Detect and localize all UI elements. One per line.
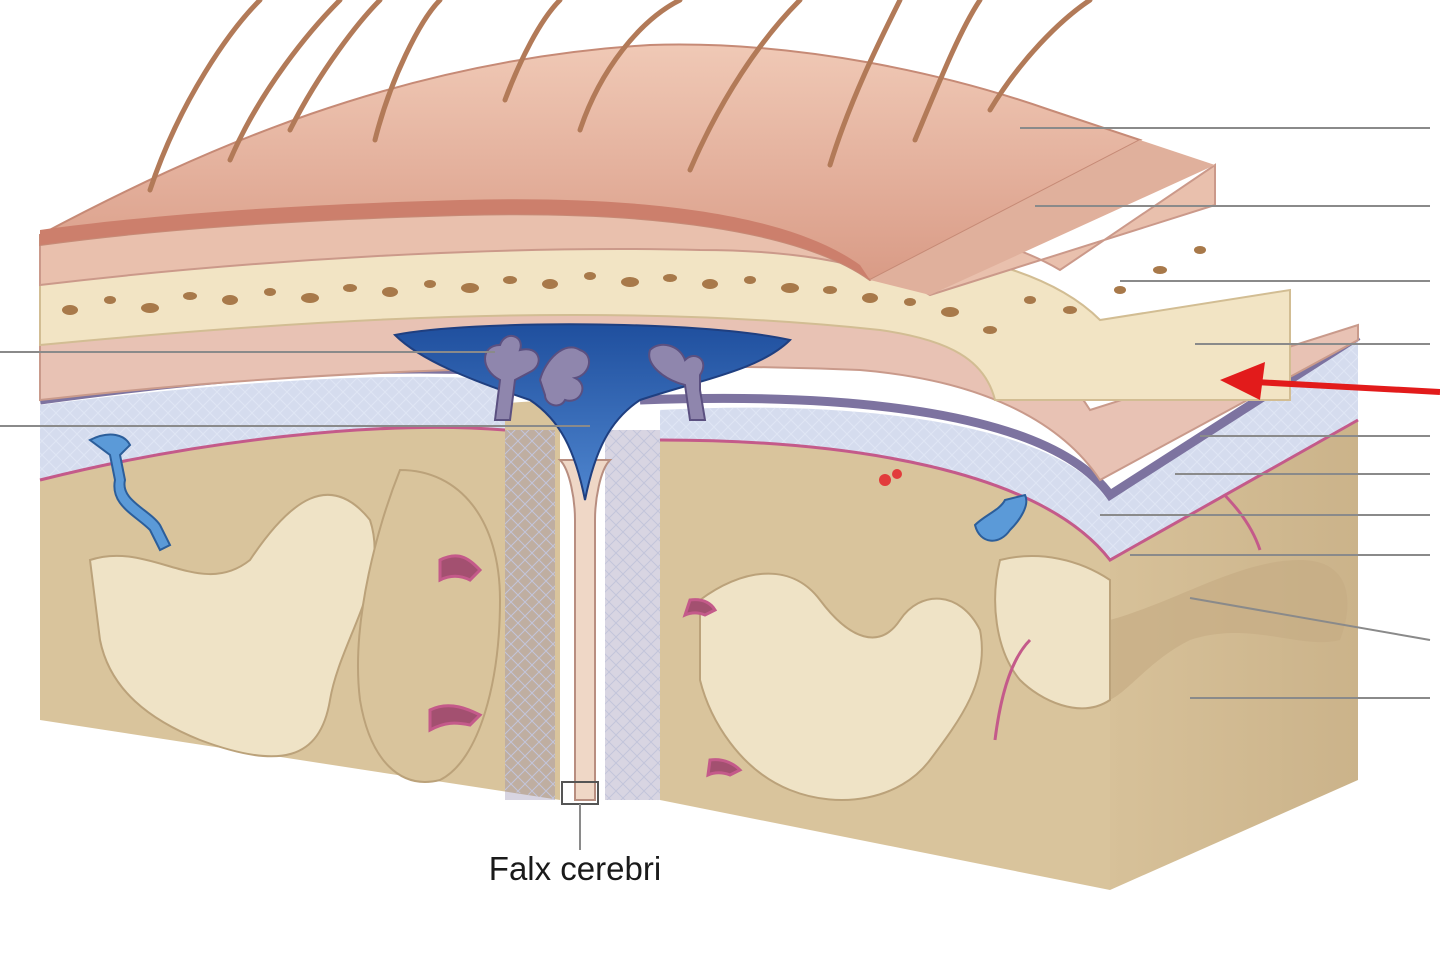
bone-pores <box>62 246 1206 334</box>
pia-mater <box>39 425 506 482</box>
white-matter-left-2 <box>357 468 502 783</box>
falx-cerebri-label: Falx cerebri <box>489 850 661 887</box>
subarachnoid-right-fissure <box>605 430 660 800</box>
falx-cerebri <box>557 459 613 801</box>
subarachnoid-left-fissure <box>505 430 555 800</box>
scalp-dermis <box>40 199 870 280</box>
scalp-side <box>870 140 1215 295</box>
white-matter-right <box>699 572 983 801</box>
red-arrow-icon <box>1220 362 1440 400</box>
white-matter-right-2 <box>994 555 1111 710</box>
arachnoid-granulations <box>484 335 707 421</box>
hairs <box>147 0 1093 193</box>
gyrus-side <box>1110 560 1348 700</box>
sulci <box>428 478 1262 778</box>
leader-lines <box>0 127 1431 850</box>
scalp-skin <box>39 43 1143 282</box>
blood-vessels <box>88 433 1028 552</box>
